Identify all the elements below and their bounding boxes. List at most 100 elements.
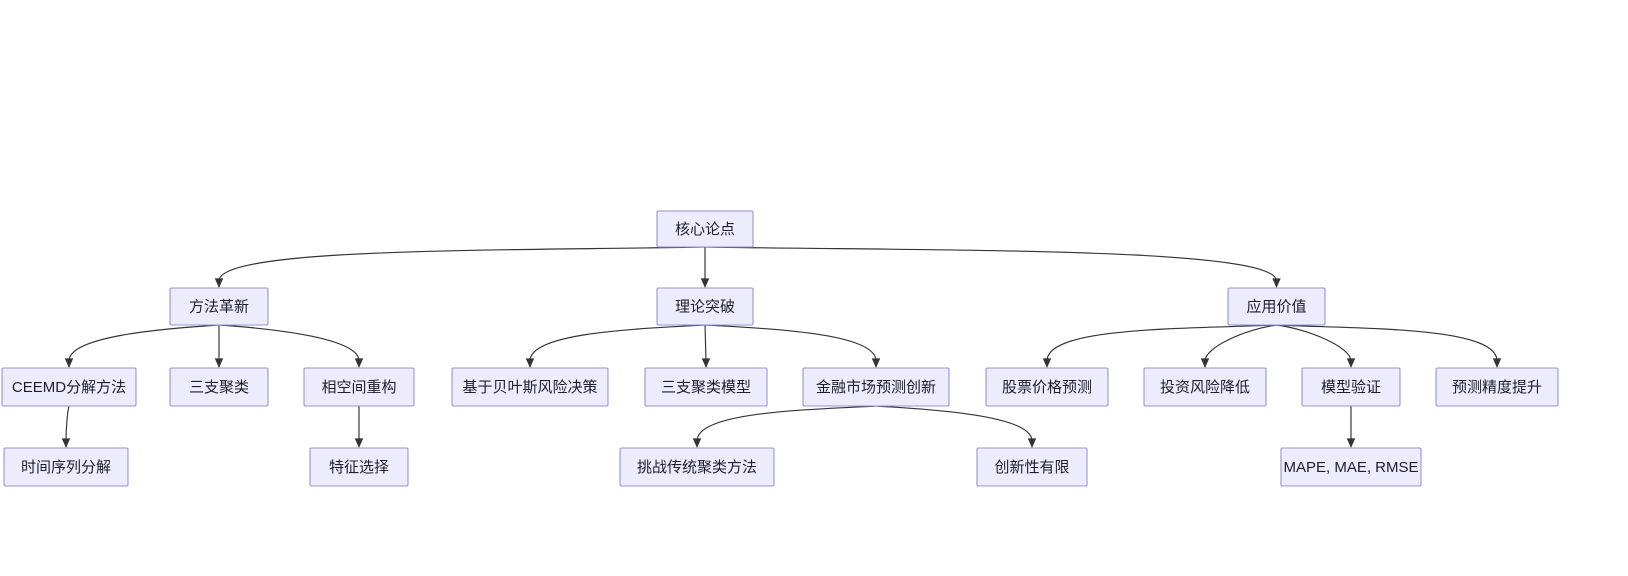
edge-arrowhead-icon [1027, 438, 1037, 448]
edge-n0-n3 [704, 246, 1281, 288]
edge-arrowhead-icon [1492, 358, 1502, 368]
edge-n0-n1 [214, 246, 706, 288]
node-n5[interactable]: 三支聚类 [169, 367, 269, 407]
edge-line [1276, 324, 1352, 362]
node-box[interactable] [802, 367, 950, 407]
node-box[interactable] [619, 447, 775, 487]
edge-line [704, 324, 707, 362]
edge-arrowhead-icon [1272, 278, 1281, 288]
node-n16[interactable]: 挑战传统聚类方法 [619, 447, 775, 487]
node-label: 三支聚类模型 [661, 379, 751, 396]
edge-line [68, 324, 220, 362]
edge-arrowhead-icon [1042, 358, 1052, 368]
edge-arrowhead-icon [701, 358, 711, 368]
edge-n12-n18 [1346, 406, 1356, 448]
edge-line [1204, 324, 1277, 362]
node-box[interactable] [1301, 367, 1401, 407]
node-box[interactable] [656, 287, 754, 326]
node-box[interactable] [169, 287, 269, 326]
node-box[interactable] [656, 210, 754, 248]
node-label: 模型验证 [1321, 379, 1381, 396]
edge-line [218, 324, 360, 362]
node-box[interactable] [644, 367, 768, 407]
edge-arrowhead-icon [871, 358, 881, 368]
edge-arrowhead-icon [700, 278, 710, 288]
node-n4[interactable]: CEEMD分解方法 [1, 367, 137, 407]
node-box[interactable] [1227, 287, 1326, 326]
node-label: 预测精度提升 [1452, 379, 1542, 396]
node-label: 方法革新 [189, 298, 249, 315]
node-label: 三支聚类 [189, 379, 249, 396]
node-label: 特征选择 [329, 459, 389, 476]
node-n10[interactable]: 股票价格预测 [985, 367, 1109, 407]
edge-n1-n5 [214, 325, 224, 368]
node-n11[interactable]: 投资风险降低 [1143, 367, 1267, 407]
edge-line [218, 246, 706, 282]
node-box[interactable] [3, 447, 129, 487]
node-n9[interactable]: 金融市场预测创新 [802, 367, 950, 407]
edge-line [1046, 324, 1277, 362]
edge-line [65, 405, 70, 442]
edge-line [696, 405, 877, 442]
edge-n1-n4 [64, 324, 220, 368]
edge-n3-n13 [1276, 324, 1502, 368]
edge-line [875, 405, 1033, 442]
node-label: 相空间重构 [321, 379, 396, 396]
edge-arrowhead-icon [1346, 358, 1356, 368]
node-label: 创新性有限 [994, 459, 1069, 476]
edge-n3-n10 [1042, 324, 1277, 368]
node-n2[interactable]: 理论突破 [656, 287, 754, 326]
node-n6[interactable]: 相空间重构 [303, 367, 415, 407]
edge-n2-n7 [525, 324, 706, 368]
edge-line [704, 324, 877, 362]
node-box[interactable] [1435, 367, 1559, 407]
node-label: 股票价格预测 [1002, 379, 1092, 396]
node-n3[interactable]: 应用价值 [1227, 287, 1326, 326]
edge-arrowhead-icon [64, 358, 74, 368]
node-n13[interactable]: 预测精度提升 [1435, 367, 1559, 407]
node-label: 理论突破 [675, 298, 735, 315]
node-n1[interactable]: 方法革新 [169, 287, 269, 326]
edge-n9-n16 [692, 405, 877, 448]
node-box[interactable] [1143, 367, 1267, 407]
node-n0[interactable]: 核心论点 [656, 210, 754, 248]
node-n14[interactable]: 时间序列分解 [3, 447, 129, 487]
node-box[interactable] [985, 367, 1109, 407]
node-n7[interactable]: 基于贝叶斯风险决策 [451, 367, 609, 407]
node-n8[interactable]: 三支聚类模型 [644, 367, 768, 407]
edge-arrowhead-icon [214, 358, 224, 368]
node-box[interactable] [976, 447, 1088, 487]
node-label: MAPE, MAE, RMSE [1283, 459, 1418, 476]
edge-line [529, 324, 706, 362]
edge-n3-n11 [1200, 324, 1277, 368]
edge-n0-n2 [700, 247, 710, 288]
node-label: 基于贝叶斯风险决策 [462, 379, 597, 396]
edge-n4-n14 [61, 405, 71, 448]
node-n15[interactable]: 特征选择 [309, 447, 409, 487]
node-box[interactable] [1280, 447, 1422, 487]
node-n12[interactable]: 模型验证 [1301, 367, 1401, 407]
node-n17[interactable]: 创新性有限 [976, 447, 1088, 487]
edge-n2-n8 [701, 324, 711, 368]
node-box[interactable] [169, 367, 269, 407]
edge-arrowhead-icon [354, 358, 364, 368]
node-box[interactable] [309, 447, 409, 487]
node-label: 核心论点 [675, 221, 735, 238]
node-box[interactable] [1, 367, 137, 407]
node-box[interactable] [303, 367, 415, 407]
edge-n3-n12 [1276, 324, 1356, 368]
edge-arrowhead-icon [214, 278, 224, 288]
node-label: 应用价值 [1246, 297, 1306, 315]
edge-n2-n9 [704, 324, 881, 368]
node-n18[interactable]: MAPE, MAE, RMSE [1280, 447, 1422, 487]
edge-arrowhead-icon [1346, 438, 1356, 448]
node-box[interactable] [451, 367, 609, 407]
edge-arrowhead-icon [525, 358, 535, 368]
node-label: CEEMD分解方法 [12, 379, 126, 396]
edge-n1-n6 [218, 324, 364, 368]
edge-arrowhead-icon [61, 438, 71, 448]
edge-arrowhead-icon [692, 438, 702, 448]
node-label: 投资风险降低 [1160, 379, 1250, 396]
